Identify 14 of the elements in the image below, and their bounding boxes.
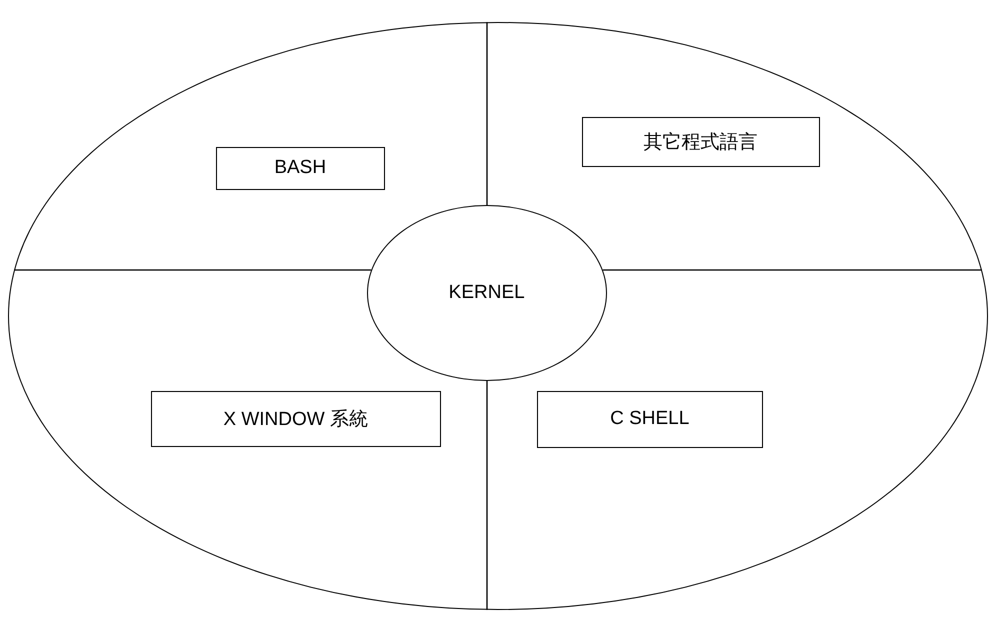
divider-line <box>14 269 372 271</box>
divider-line <box>486 22 488 205</box>
process-box <box>150 390 441 447</box>
divider-line <box>602 269 982 271</box>
divider-line <box>486 381 488 610</box>
node-label: KERNEL <box>448 282 525 304</box>
outer-ellipse <box>8 22 988 610</box>
node-label: BASH <box>274 157 326 180</box>
process-box <box>536 390 763 448</box>
node-label: X WINDOW 系統 <box>223 408 368 432</box>
process-box <box>216 146 385 190</box>
node-label: C SHELL <box>610 408 690 430</box>
process-box <box>582 116 820 167</box>
node-label: 其它程式語言 <box>644 130 758 155</box>
